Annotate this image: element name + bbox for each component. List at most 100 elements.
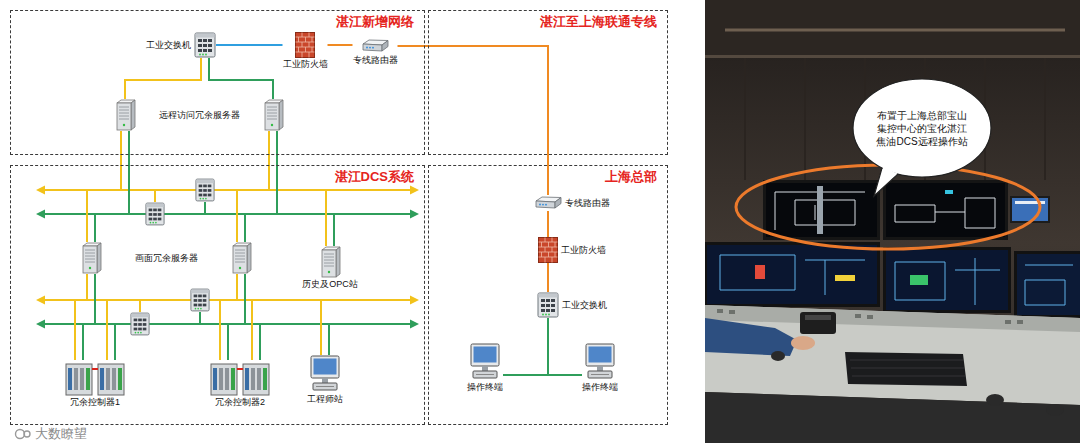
- device-icon-shape: [363, 40, 388, 51]
- device-icon-shape: [471, 344, 499, 378]
- graphic-rect: [817, 186, 823, 234]
- graphic-polygon: [874, 168, 898, 196]
- graphic-rect: [945, 190, 953, 194]
- graphic-path: [1025, 265, 1073, 305]
- graphic-rect: [800, 312, 836, 334]
- graphic-rect: [729, 310, 735, 314]
- graphic-polygon: [410, 210, 419, 219]
- graphic-path: [850, 360, 965, 376]
- network-zone: 湛江DCS系统画面冗余服务器历史及OPC站冗余控制器1 冗余控制器2 工程师站: [10, 165, 425, 425]
- graphic-ellipse: [1046, 404, 1064, 416]
- device-icon: [65, 360, 125, 396]
- link-line: [209, 58, 273, 99]
- graphic-g: [717, 309, 1023, 324]
- graphic-rect: [910, 275, 928, 285]
- device-label: 工业交换机: [562, 300, 607, 311]
- device-icon: [114, 99, 136, 131]
- graphic-rect: [707, 245, 877, 304]
- network-link: [398, 46, 549, 195]
- device-label: 历史及OPC站: [302, 279, 358, 290]
- device-node: 工业防火墙: [538, 237, 606, 263]
- device-icon-shape: [211, 364, 269, 395]
- graphic-path: [895, 258, 1000, 305]
- graphic-rect: [805, 315, 831, 320]
- graphic-g: [36, 186, 419, 305]
- device-icon-shape: [296, 33, 315, 58]
- graphic-rect: [886, 183, 1005, 237]
- graphic-rect: [855, 314, 861, 318]
- network-link: [548, 263, 549, 292]
- graphic-rect: [705, 242, 880, 307]
- device-icon-shape: [536, 197, 561, 208]
- graphic-polygon: [705, 392, 1080, 443]
- device-icon: [80, 242, 102, 274]
- device-label: 冗余控制器2: [215, 397, 265, 408]
- device-node: 冗余控制器1: [65, 360, 125, 408]
- device-icon: [583, 343, 617, 381]
- graphic-ellipse: [771, 351, 785, 361]
- device-label: 操作终端: [582, 382, 618, 393]
- device-node: 操作终端: [582, 343, 618, 393]
- graphic-rect: [883, 247, 1011, 313]
- device-icon-shape: [322, 247, 340, 277]
- graphic-rect: [1012, 198, 1048, 221]
- device-icon: [468, 343, 502, 381]
- network-zone: 湛江新增网络工业交换机工业防火墙专线路由器远程访问冗余服务器: [10, 10, 425, 155]
- graphic-rect: [705, 0, 1080, 55]
- network-link: [216, 45, 283, 46]
- graphic-rect: [886, 250, 1008, 310]
- graphic-rect: [705, 0, 1080, 443]
- zone-title: 湛江至上海联通专线: [540, 14, 657, 29]
- device-label: 工业防火墙: [283, 59, 328, 70]
- device-node: 历史及OPC站: [302, 246, 358, 290]
- graphic-path: [725, 29, 1065, 32]
- zone-title: 上海总部: [605, 169, 657, 184]
- graphic-ellipse: [736, 165, 1040, 249]
- speech-bubble: 布置于上海总部宝山集控中心的宝化湛江焦油DCS远程操作站: [852, 78, 992, 178]
- graphic-use: [131, 313, 149, 335]
- network-link: [328, 45, 353, 46]
- graphic-polygon: [36, 296, 45, 305]
- device-label: 工业交换机: [146, 40, 191, 51]
- zone-title: 湛江新增网络: [336, 14, 414, 29]
- device-icon-shape: [233, 243, 251, 273]
- graphic-rect: [1017, 254, 1080, 315]
- device-icon-shape: [539, 238, 558, 263]
- device-node: 冗余控制器2: [210, 360, 270, 408]
- graphic-polygon: [845, 352, 967, 386]
- link-line: [328, 44, 353, 46]
- network-link: [548, 211, 549, 237]
- graphic-rect: [835, 275, 855, 281]
- graphic-ellipse: [986, 394, 1004, 406]
- graphic-polygon: [705, 305, 1080, 405]
- graphic-polygon: [410, 320, 419, 329]
- graphic-rect: [1014, 251, 1080, 318]
- device-node: 专线路由器: [353, 38, 398, 66]
- device-icon: [538, 237, 558, 263]
- device-icon-shape: [195, 33, 215, 57]
- zone-title: 湛江DCS系统: [335, 169, 414, 184]
- device-node: 工程师站: [307, 355, 343, 405]
- link-line: [547, 211, 549, 237]
- graphic-polygon: [410, 186, 419, 195]
- network-link: [125, 58, 273, 99]
- graphic-path: [745, 58, 1045, 180]
- graphic-ellipse: [853, 79, 991, 177]
- device-icon: [361, 38, 389, 54]
- device-node: 专线路由器: [534, 195, 610, 211]
- device-icon-shape: [117, 100, 135, 130]
- graphic-rect: [705, 55, 1080, 58]
- network-zone: 上海总部专线路由器工业防火墙工业交换机操作终端操作终端: [428, 165, 668, 425]
- graphic-circle: [16, 430, 25, 439]
- device-label: 工业防火墙: [561, 245, 606, 256]
- link-line: [398, 46, 549, 195]
- device-label: 专线路由器: [565, 198, 610, 209]
- graphic-polygon: [705, 318, 797, 356]
- graphic-rect: [755, 265, 765, 279]
- device-node: 工业防火墙: [283, 32, 328, 70]
- device-label: 专线路由器: [353, 55, 398, 66]
- device-icon-shape: [586, 344, 614, 378]
- device-node: 画面冗余服务器: [80, 242, 252, 274]
